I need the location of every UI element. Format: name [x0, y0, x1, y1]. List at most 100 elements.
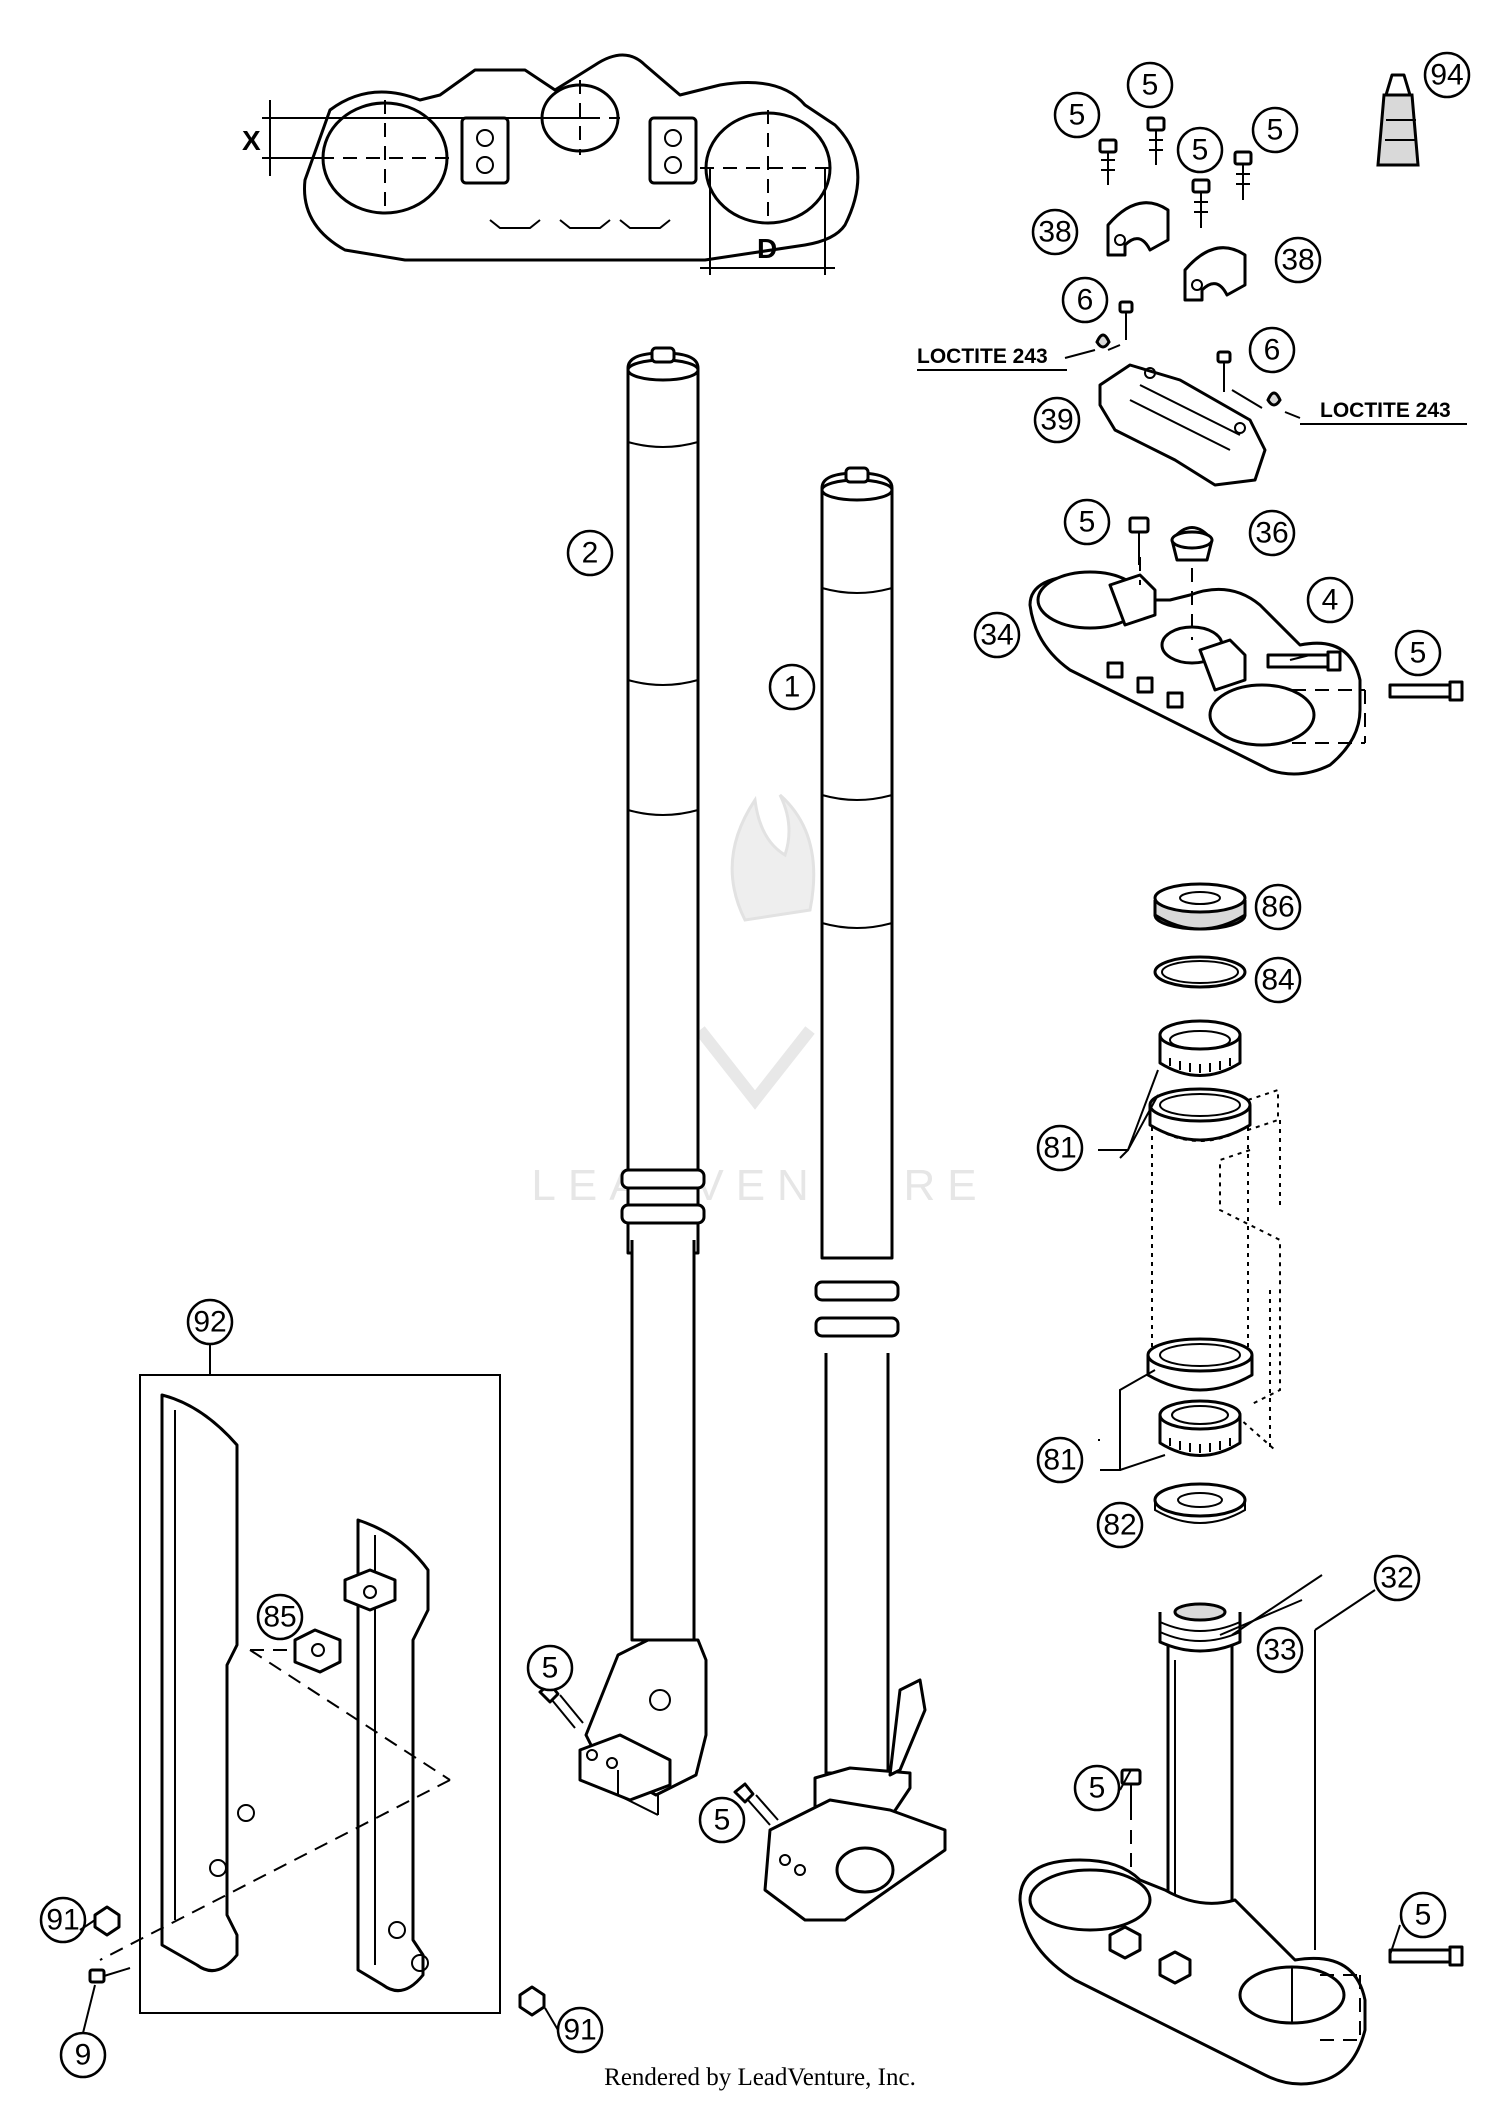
svg-text:5: 5 [714, 1804, 731, 1837]
svg-text:33: 33 [1263, 1634, 1296, 1667]
upper-triple-clamp [1028, 557, 1366, 776]
svg-text:6: 6 [1077, 284, 1094, 317]
loctite-label-right: LOCTITE 243 [1320, 399, 1451, 422]
callout-86: 86 [1254, 883, 1302, 931]
svg-text:82: 82 [1103, 1509, 1136, 1542]
svg-text:5: 5 [1410, 637, 1427, 670]
svg-text:91: 91 [46, 1904, 79, 1937]
bracket-lines-81 [1098, 1069, 1166, 1471]
loctite-label-left: LOCTITE 243 [917, 345, 1048, 368]
dimension-x-label: X [242, 125, 261, 156]
callout-94: 94 [1423, 51, 1471, 99]
callout-85: 85 [256, 1593, 304, 1641]
callout-32: 32 [1373, 1554, 1421, 1602]
seal-ring-84 [1153, 955, 1247, 989]
protector-screws [88, 1905, 546, 2017]
svg-text:86: 86 [1261, 891, 1294, 924]
callout-33: 33 [1256, 1626, 1304, 1674]
callout-39: 39 [1033, 396, 1081, 444]
svg-text:34: 34 [980, 619, 1013, 652]
callout-36: 36 [1248, 509, 1296, 557]
handlebar-clamp-lower [1098, 363, 1267, 487]
lower-triple-clamp [1018, 1830, 1367, 2086]
dust-cover-86 [1153, 882, 1247, 931]
svg-text:84: 84 [1261, 964, 1294, 997]
fork-protector-left [160, 1393, 255, 1973]
frame-head-tube [1151, 1088, 1281, 1451]
svg-text:5: 5 [1089, 1772, 1106, 1805]
steering-nut [1170, 526, 1214, 562]
callout-5-bolt-b: 5 [1126, 61, 1174, 109]
leader-lines [79, 654, 1401, 2034]
handlebar-clamp-bolts [1098, 116, 1253, 228]
fork-protector-right [356, 1518, 430, 1993]
callout-6-b: 6 [1248, 326, 1296, 374]
svg-text:2: 2 [582, 537, 599, 570]
svg-text:32: 32 [1380, 1562, 1413, 1595]
callout-5-lower-side: 5 [1399, 1891, 1447, 1939]
footer-credit: Rendered by LeadVenture, Inc. [604, 2064, 916, 2091]
callout-5-clamp-side: 5 [1394, 629, 1442, 677]
callout-34: 34 [973, 611, 1021, 659]
callout-84: 84 [1254, 956, 1302, 1004]
svg-text:5: 5 [1192, 134, 1209, 167]
upper-bearing-race [1148, 1087, 1252, 1142]
triple-clamp-dimension-drawing: X D [242, 53, 860, 275]
fork-leg-1 [763, 466, 947, 1922]
svg-text:39: 39 [1040, 404, 1073, 437]
callout-5-axle-right: 5 [698, 1796, 746, 1844]
callout-6-a: 6 [1061, 276, 1109, 324]
callout-81-lower: 81 [1036, 1436, 1084, 1484]
loctite-drops [1064, 300, 1301, 419]
svg-text:36: 36 [1255, 517, 1288, 550]
svg-text:5: 5 [1415, 1899, 1432, 1932]
callout-5-upper-clamp: 5 [1063, 498, 1111, 546]
svg-text:85: 85 [263, 1601, 296, 1634]
svg-text:5: 5 [1267, 114, 1284, 147]
svg-text:91: 91 [563, 2014, 596, 2047]
handlebar-clamp-upper-left [1106, 201, 1170, 257]
svg-text:6: 6 [1264, 334, 1281, 367]
svg-text:38: 38 [1281, 244, 1314, 277]
callout-38-a: 38 [1031, 208, 1079, 256]
loctite-bottle [1376, 73, 1420, 167]
callout-82: 82 [1096, 1501, 1144, 1549]
callout-5-bolt-a: 5 [1053, 91, 1101, 139]
lower-bearing-race [1146, 1337, 1254, 1392]
svg-text:81: 81 [1043, 1444, 1076, 1477]
callout-5-axle-left: 5 [526, 1644, 574, 1692]
callout-2: 2 [566, 529, 614, 577]
fork-leg-2 [578, 346, 708, 1816]
svg-text:92: 92 [193, 1306, 226, 1339]
svg-text:81: 81 [1043, 1132, 1076, 1165]
callout-91-left: 91 [39, 1896, 87, 1944]
lower-bearing [1158, 1399, 1242, 1457]
callout-5-lower-clamp: 5 [1073, 1764, 1121, 1812]
callout-92: 92 [186, 1298, 234, 1346]
callout-38-b: 38 [1274, 236, 1322, 284]
callouts: 94 5 5 5 5 38 38 6 6 39 2 1 5 36 34 4 5 … [39, 51, 1471, 2079]
handlebar-clamp-upper-right [1183, 246, 1247, 302]
svg-text:1: 1 [784, 671, 801, 704]
seal-ring-82 [1153, 1482, 1247, 1524]
watermark: LEADVENTURE [531, 793, 988, 1210]
clamp-bolts-lower [1120, 1768, 1464, 1967]
callout-91-right: 91 [556, 2006, 604, 2054]
svg-text:38: 38 [1038, 216, 1071, 249]
brake-line-holder [99, 1568, 451, 1961]
svg-text:5: 5 [542, 1652, 559, 1685]
svg-text:9: 9 [75, 2039, 92, 2072]
callout-81-upper: 81 [1036, 1124, 1084, 1172]
svg-text:94: 94 [1430, 59, 1463, 92]
callout-5-bolt-d: 5 [1251, 106, 1299, 154]
upper-bearing [1158, 1019, 1242, 1077]
svg-text:5: 5 [1079, 506, 1096, 539]
callout-5-bolt-c: 5 [1176, 126, 1224, 174]
callout-1: 1 [768, 663, 816, 711]
svg-text:4: 4 [1322, 584, 1339, 617]
callout-4: 4 [1306, 576, 1354, 624]
svg-text:5: 5 [1142, 69, 1159, 102]
svg-text:5: 5 [1069, 99, 1086, 132]
watermark-text: LEADVENTURE [531, 1161, 988, 1210]
